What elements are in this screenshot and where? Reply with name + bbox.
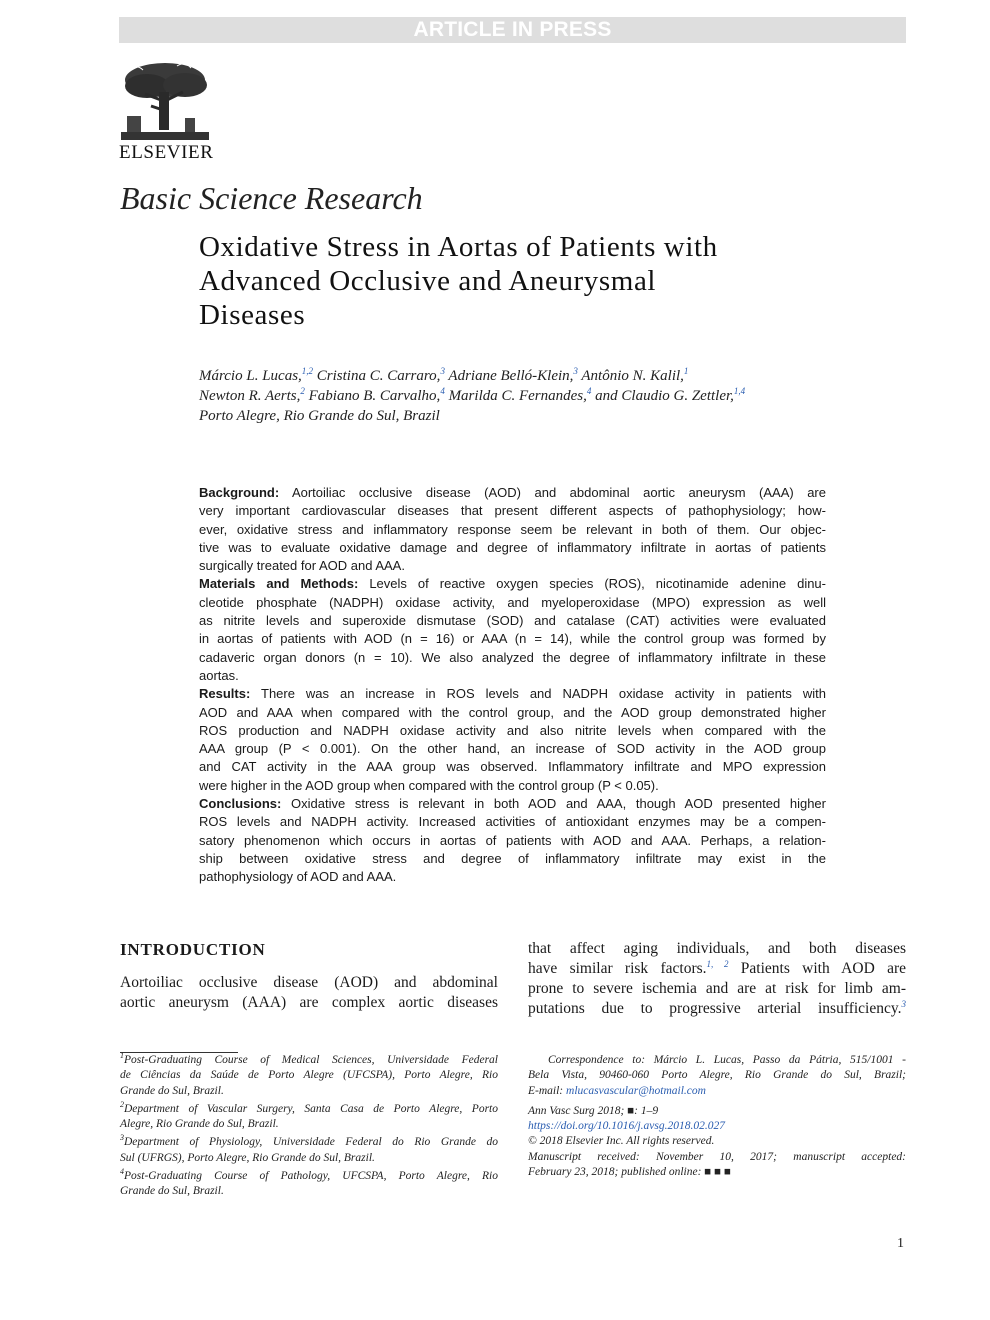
author-name: Newton R. Aerts, bbox=[199, 388, 301, 404]
author-line-1: Márcio L. Lucas,1,2 Cristina C. Carraro,… bbox=[199, 366, 745, 386]
abstract-line: tive was to evaluate oxidative damage an… bbox=[199, 539, 826, 555]
footnote-1: 1Post-Graduating Course of Medical Scien… bbox=[120, 1051, 498, 1097]
affiliation-mark[interactable]: 3 bbox=[573, 366, 578, 376]
manuscript-dates: February 23, 2018; published online: ■ ■… bbox=[528, 1166, 731, 1179]
author-name: and Claudio G. Zettler, bbox=[595, 388, 734, 404]
body-line: prone to severe ischemia and are at risk… bbox=[528, 980, 906, 997]
abstract-line: ROS levels and NADPH activity. Increased… bbox=[199, 814, 826, 830]
author-name: Cristina C. Carraro, bbox=[316, 368, 441, 384]
correspondence-line: E-mail: mlucasvascular@hotmail.com bbox=[528, 1084, 706, 1097]
correspondence-block: Correspondence to: Márcio L. Lucas, Pass… bbox=[528, 1053, 906, 1180]
methods-label: Materials and Methods: bbox=[199, 576, 359, 592]
manuscript-dates: Manuscript received: November 10, 2017; … bbox=[528, 1150, 906, 1163]
affiliation-mark[interactable]: 4 bbox=[586, 386, 592, 396]
body-line: have similar risk factors.1, 2 Patients … bbox=[528, 959, 906, 978]
author-name: Adriane Belló-Klein, bbox=[448, 368, 574, 384]
introduction-heading: INTRODUCTION bbox=[120, 940, 266, 959]
abstract-line: AOD and AAA when compared with the contr… bbox=[199, 704, 826, 720]
introduction-left-column: Aortoiliac occlusive disease (AOD) and a… bbox=[120, 973, 498, 1013]
title-line: Diseases bbox=[199, 299, 306, 331]
author-name: Antônio N. Kalil, bbox=[581, 368, 684, 384]
journal-citation: Ann Vasc Surg 2018; ■: 1–9 bbox=[528, 1104, 659, 1117]
title-line: Oxidative Stress in Aortas of Patients w… bbox=[199, 231, 718, 263]
author-name: Marilda C. Fernandes, bbox=[448, 388, 587, 404]
body-line: aortic aneurysm (AAA) are complex aortic… bbox=[120, 994, 498, 1011]
abstract-line: Materials and Methods: Levels of reactiv… bbox=[199, 576, 826, 592]
email-link[interactable]: mlucasvascular@hotmail.com bbox=[566, 1084, 706, 1097]
citation-link[interactable]: 3 bbox=[901, 999, 907, 1009]
abstract-line: ever, oxidative stress and inflammatory … bbox=[199, 521, 826, 537]
body-line: that affect aging individuals, and both … bbox=[528, 940, 906, 957]
author-list: Márcio L. Lucas,1,2 Cristina C. Carraro,… bbox=[199, 366, 745, 426]
affiliation-mark[interactable]: 1 bbox=[683, 366, 689, 376]
affiliation-mark[interactable]: 1,2 bbox=[301, 366, 314, 376]
abstract-line: Background: Aortoiliac occlusive disease… bbox=[199, 485, 826, 500]
body-line: Aortoiliac occlusive disease (AOD) and a… bbox=[120, 974, 498, 991]
article-in-press-banner: ARTICLE IN PRESS bbox=[119, 17, 906, 43]
citation-link[interactable]: 1, 2 bbox=[706, 959, 729, 969]
affiliation-mark[interactable]: 1,4 bbox=[733, 386, 746, 396]
affiliation-mark[interactable]: 3 bbox=[440, 366, 445, 376]
abstract-line: surgically treated for AOD and AAA. bbox=[199, 558, 405, 574]
copyright: © 2018 Elsevier Inc. All rights reserved… bbox=[528, 1135, 715, 1148]
page-number: 1 bbox=[897, 1236, 904, 1251]
abstract-line: Results: There was an increase in ROS le… bbox=[199, 686, 826, 702]
abstract-line: ship between oxidative stress and degree… bbox=[199, 850, 826, 866]
abstract-line: satory phenomenon which occurs in aortas… bbox=[199, 832, 826, 848]
introduction-right-column: that affect aging individuals, and both … bbox=[528, 939, 906, 1019]
title-line: Advanced Occlusive and Aneurysmal bbox=[199, 265, 657, 297]
abstract: Background: Aortoiliac occlusive disease… bbox=[199, 484, 826, 887]
section-heading: Basic Science Research bbox=[120, 180, 423, 216]
abstract-line: and CAT activity in the AAA group was ob… bbox=[199, 759, 826, 775]
publisher-name: ELSEVIER bbox=[119, 142, 214, 163]
footnote-rule bbox=[120, 1052, 238, 1053]
doi-link[interactable]: https://doi.org/10.1016/j.avsg.2018.02.0… bbox=[528, 1120, 725, 1133]
author-name: Márcio L. Lucas, bbox=[199, 368, 302, 384]
correspondence-line: Correspondence to: Márcio L. Lucas, Pass… bbox=[548, 1054, 906, 1066]
article-title: Oxidative Stress in Aortas of Patients w… bbox=[199, 230, 839, 332]
author-line-2: Newton R. Aerts,2 Fabiano B. Carvalho,4 … bbox=[199, 386, 745, 406]
affiliation-mark[interactable]: 2 bbox=[300, 386, 305, 396]
abstract-line: cleotide phosphate (NADPH) oxidase activ… bbox=[199, 594, 826, 610]
author-name: Fabiano B. Carvalho, bbox=[308, 388, 441, 404]
footnote-4: 4Post-Graduating Course of Pathology, UF… bbox=[120, 1167, 498, 1198]
background-label: Background: bbox=[199, 485, 280, 500]
author-location: Porto Alegre, Rio Grande do Sul, Brazil bbox=[199, 408, 440, 424]
abstract-line: AAA group (P < 0.001). On the other hand… bbox=[199, 741, 826, 757]
abstract-line: very important cardiovascular diseases t… bbox=[199, 503, 826, 519]
abstract-line: in aortas of patients with AOD (n = 16) … bbox=[199, 631, 826, 647]
body-line: putations due to progressive arterial in… bbox=[528, 999, 907, 1018]
affiliation-mark[interactable]: 4 bbox=[440, 386, 445, 396]
affiliation-footnotes: 1Post-Graduating Course of Medical Scien… bbox=[120, 1051, 498, 1203]
abstract-line: were higher in the AOD group when compar… bbox=[199, 777, 659, 793]
abstract-line: aortas. bbox=[199, 667, 239, 683]
abstract-line: Conclusions: Oxidative stress is relevan… bbox=[199, 796, 826, 812]
footnote-3: 3Department of Physiology, Universidade … bbox=[120, 1133, 498, 1164]
abstract-line: ROS production and NADPH oxidase activit… bbox=[199, 722, 826, 738]
abstract-line: as nitrite levels and superoxide dismuta… bbox=[199, 613, 826, 629]
elsevier-tree-logo bbox=[117, 60, 213, 160]
abstract-line: cadaveric organ donors (n = 10). We also… bbox=[199, 649, 826, 665]
conclusions-label: Conclusions: bbox=[199, 796, 282, 812]
footnote-2: 2Department of Vascular Surgery, Santa C… bbox=[120, 1099, 498, 1131]
results-label: Results: bbox=[199, 686, 251, 702]
correspondence-line: Bela Vista, 90460-060 Porto Alegre, Rio … bbox=[528, 1069, 906, 1082]
abstract-line: pathophysiology of AOD and AAA. bbox=[199, 869, 397, 885]
